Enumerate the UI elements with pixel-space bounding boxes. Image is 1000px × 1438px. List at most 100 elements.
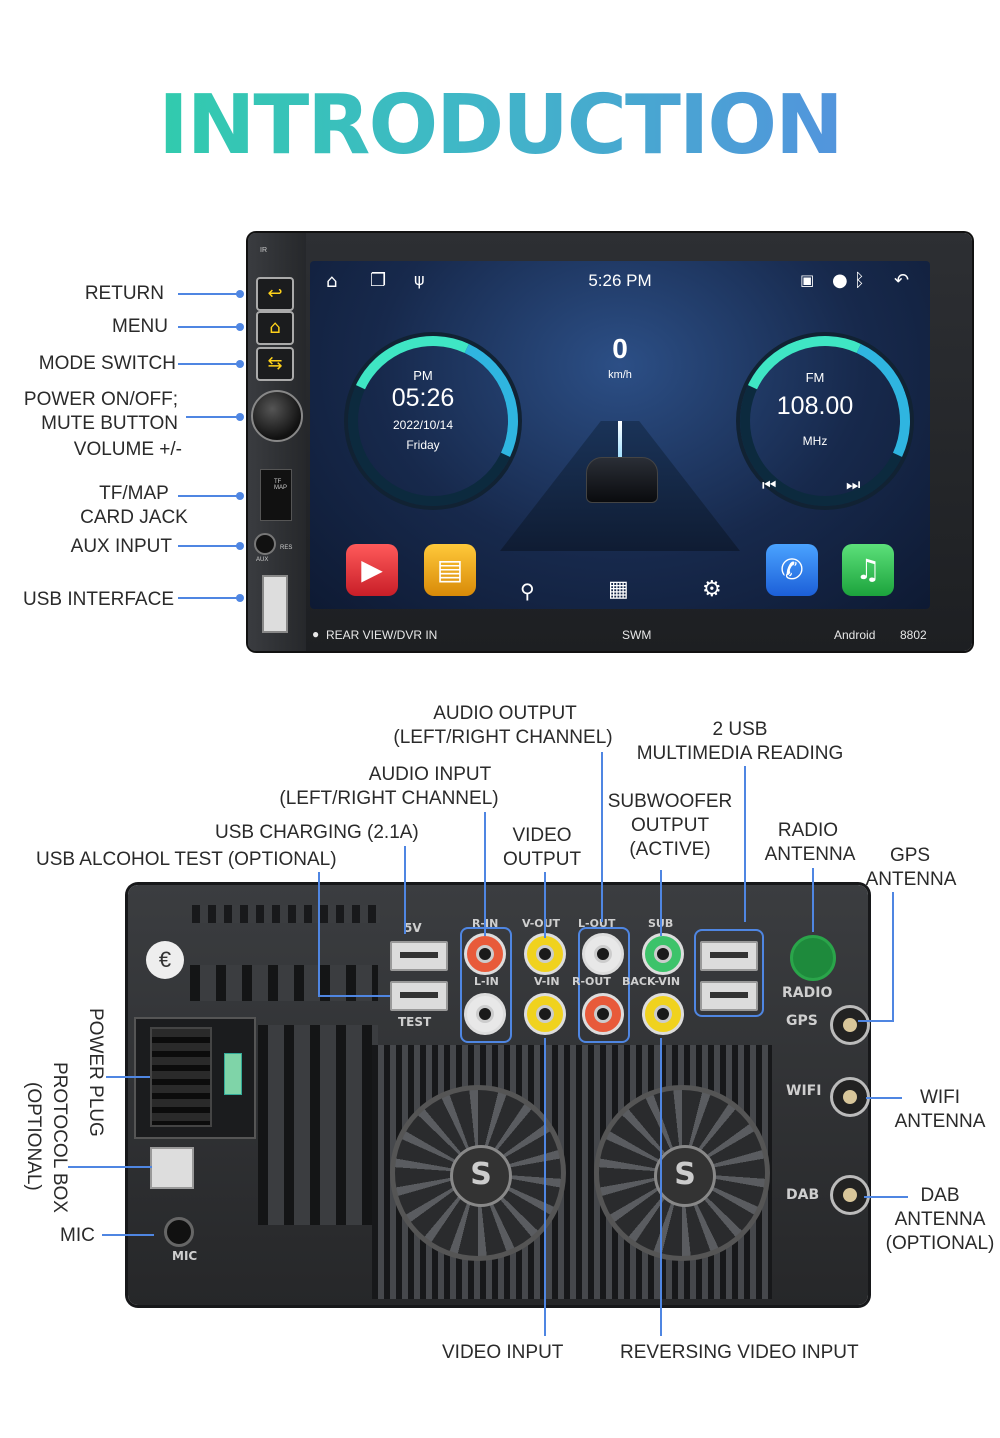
label-power-plug: POWER PLUG bbox=[85, 1008, 106, 1137]
radio-panel-label: RADIO bbox=[782, 985, 833, 1001]
label-menu: MENU bbox=[112, 316, 168, 337]
label-protocol-1: PROTOCOL BOX bbox=[49, 1062, 70, 1213]
mode-switch-button[interactable]: ⇆ bbox=[256, 347, 294, 381]
label-power-3: VOLUME +/- bbox=[73, 439, 182, 460]
callout-line-wifi bbox=[866, 1097, 902, 1099]
mic-panel-label: MIC bbox=[172, 1249, 198, 1263]
callout-line-sub bbox=[660, 870, 662, 936]
v-out-jack[interactable] bbox=[524, 933, 566, 975]
music-app-icon[interactable]: ♫ bbox=[842, 544, 894, 596]
callout-dot bbox=[236, 413, 244, 421]
video-app-icon[interactable]: ▶ bbox=[346, 544, 398, 596]
volume-knob[interactable] bbox=[251, 390, 303, 442]
ce-logo: € bbox=[146, 941, 184, 979]
tf-map-label: TF MAP bbox=[274, 479, 288, 491]
callout-line bbox=[178, 326, 240, 328]
callout-line bbox=[178, 597, 240, 599]
label-video-out-2: OUTPUT bbox=[502, 849, 582, 870]
v-out-label: V-OUT bbox=[522, 917, 561, 930]
ir-label: IR bbox=[260, 247, 267, 254]
clock-day: Friday bbox=[406, 438, 440, 452]
usb-alcohol-port[interactable] bbox=[390, 981, 448, 1011]
5v-label: 5V bbox=[404, 921, 422, 935]
label-sub-2: OUTPUT bbox=[630, 815, 710, 836]
callout-dot bbox=[236, 290, 244, 298]
usb-port[interactable] bbox=[262, 575, 288, 633]
audio-input-group bbox=[460, 927, 512, 1043]
usb-multimedia-port-2[interactable] bbox=[700, 981, 758, 1011]
callout-line bbox=[178, 363, 240, 365]
l-in-label: L-IN bbox=[474, 975, 499, 988]
callout-line bbox=[178, 545, 240, 547]
mic-jack[interactable] bbox=[164, 1217, 194, 1247]
label-wifi-1: WIFI bbox=[919, 1087, 961, 1108]
wifi-antenna-port[interactable] bbox=[830, 1077, 870, 1117]
speed-value: 0 bbox=[612, 333, 628, 364]
aux-jack[interactable] bbox=[254, 533, 276, 555]
menu-button[interactable]: ⌂ bbox=[256, 311, 294, 345]
label-return: RETURN bbox=[84, 283, 164, 304]
label-video-out-1: VIDEO bbox=[512, 825, 572, 846]
settings-icon[interactable]: ⚙ bbox=[702, 577, 722, 602]
callout-dot bbox=[236, 492, 244, 500]
label-usb: USB INTERFACE bbox=[23, 589, 174, 610]
aux-label: AUX bbox=[256, 557, 269, 563]
label-usb2-1: 2 USB bbox=[712, 719, 768, 740]
gps-panel-label: GPS bbox=[786, 1013, 818, 1029]
cooling-fan-left: S bbox=[390, 1085, 566, 1261]
r-out-jack[interactable] bbox=[582, 993, 624, 1035]
l-in-jack[interactable] bbox=[464, 993, 506, 1035]
usb-multimedia-port-1[interactable] bbox=[700, 941, 758, 971]
callout-dot bbox=[236, 542, 244, 550]
v-in-jack[interactable] bbox=[524, 993, 566, 1035]
android-label: Android bbox=[834, 628, 876, 642]
radio-unit: MHz bbox=[802, 434, 828, 448]
l-out-jack[interactable] bbox=[582, 933, 624, 975]
label-tf-2: CARD JACK bbox=[80, 507, 188, 528]
radio-band: FM bbox=[805, 370, 825, 385]
callout-line-protocol bbox=[68, 1166, 152, 1168]
callout-line-usb2 bbox=[744, 766, 746, 922]
protocol-box-port[interactable] bbox=[150, 1147, 194, 1189]
test-label: TEST bbox=[398, 1015, 432, 1029]
tf-card-slot[interactable] bbox=[260, 469, 292, 521]
previous-icon[interactable]: ⏮ bbox=[762, 475, 777, 494]
fan-logo: S bbox=[450, 1145, 512, 1207]
home-icon[interactable]: ⌂ bbox=[326, 271, 338, 292]
label-gps-ant-1: GPS bbox=[889, 845, 931, 866]
clock-gauge: PM 05:26 2022/10/14 Friday bbox=[324, 312, 542, 530]
radio-app-icon[interactable]: ▤ bbox=[424, 544, 476, 596]
label-usb2-2: MULTIMEDIA READING bbox=[636, 743, 844, 764]
phone-app-icon[interactable]: ✆ bbox=[766, 544, 818, 596]
return-icon: ↩ bbox=[267, 283, 283, 304]
return-button[interactable]: ↩ bbox=[256, 277, 294, 311]
callout-line-dab bbox=[864, 1196, 908, 1198]
sub-jack[interactable] bbox=[642, 933, 684, 975]
next-icon[interactable]: ⏭ bbox=[846, 475, 861, 494]
back-icon[interactable]: ↶ bbox=[894, 270, 910, 291]
audio-output-group bbox=[578, 927, 630, 1043]
label-gps-ant-2: ANTENNA bbox=[865, 869, 957, 890]
callout-line-audio-input bbox=[484, 812, 486, 936]
speed-beam bbox=[618, 421, 622, 481]
navigation-icon[interactable]: ⚲ bbox=[520, 579, 535, 603]
usb-charging-port[interactable] bbox=[390, 941, 448, 971]
label-reversing: REVERSING VIDEO INPUT bbox=[620, 1342, 859, 1363]
r-in-jack[interactable] bbox=[464, 933, 506, 975]
home-icon: ⌂ bbox=[269, 317, 281, 338]
callout-line-reversing bbox=[660, 1038, 662, 1336]
cooling-fan-right: S bbox=[594, 1085, 770, 1261]
apps-grid-icon[interactable]: ▦ bbox=[608, 577, 629, 602]
gps-antenna-port[interactable] bbox=[830, 1005, 870, 1045]
back-vin-jack[interactable] bbox=[642, 993, 684, 1035]
callout-dot bbox=[236, 323, 244, 331]
callout-dot bbox=[236, 360, 244, 368]
dab-antenna-port[interactable] bbox=[830, 1175, 870, 1215]
recent-apps-icon[interactable]: ❐ bbox=[370, 270, 387, 291]
car-graphic bbox=[586, 457, 658, 503]
radio-antenna-port[interactable] bbox=[790, 935, 836, 981]
speed-unit: km/h bbox=[608, 369, 632, 381]
fuse bbox=[224, 1053, 242, 1095]
label-radio-ant-2: ANTENNA bbox=[764, 844, 856, 865]
label-tf-1: TF/MAP bbox=[99, 483, 169, 504]
